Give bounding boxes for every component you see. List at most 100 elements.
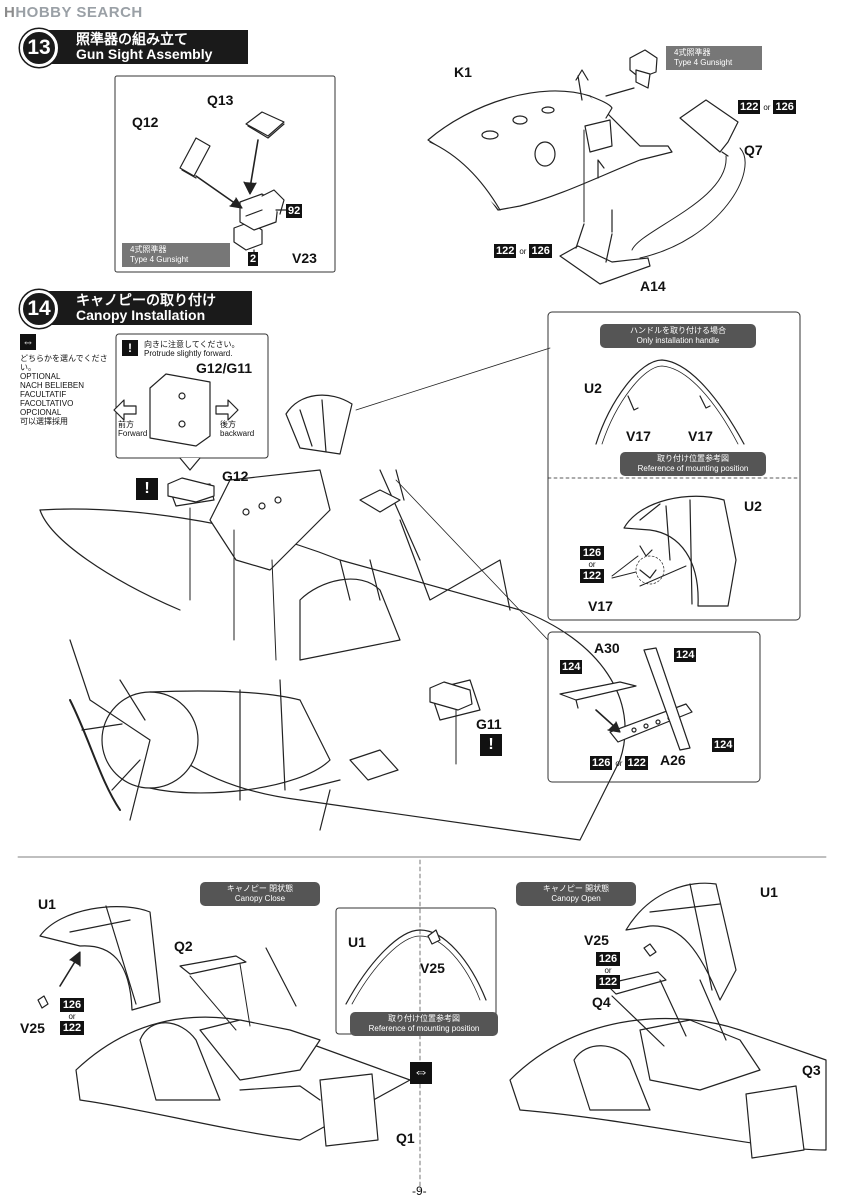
label-u1-right: U1 — [760, 884, 778, 900]
codes-q7: 122 or 126 — [738, 100, 796, 114]
label-u1-ref: U1 — [348, 934, 366, 950]
or-q7: or — [763, 102, 771, 112]
handle-title: ハンドルを取り付ける場合 Only installation handle — [600, 324, 756, 348]
code-124-a: 124 — [674, 648, 697, 662]
label-a26: A26 — [660, 752, 686, 768]
label-q7: Q7 — [744, 142, 763, 158]
label-q12: Q12 — [132, 114, 159, 130]
code-122-q7: 122 — [738, 100, 761, 114]
handle-panel — [547, 311, 801, 621]
arrow-q12 — [195, 175, 237, 205]
backward-en: backward — [220, 429, 255, 438]
caution-jp: 向きに注意してください。 — [144, 340, 240, 349]
optional-block: ⇔ どちらかを選んでください。 OPTIONAL NACH BELIEBEN F… — [20, 334, 110, 426]
code-122-v25r: 122 — [596, 975, 620, 989]
watermark-text: HOBBY SEARCH — [15, 4, 143, 21]
code-124-c: 124 — [712, 738, 735, 752]
optional-icon: ⇔ — [20, 334, 36, 350]
caution-icon-g11: ! — [480, 734, 502, 756]
close-jp: キャノピー 閉状態 — [226, 884, 294, 893]
ref-bottom-jp: 取り付け位置参考図 — [388, 1014, 460, 1023]
label-q2: Q2 — [174, 938, 193, 954]
code-126-v17: 126 — [580, 546, 604, 560]
label-a30: A30 — [594, 640, 620, 656]
canopy-open-label: キャノピー 開状態 Canopy Open — [516, 882, 636, 906]
codes-a26: 126 or 122 — [590, 756, 648, 770]
codes-v17: 126 or 122 — [580, 546, 604, 583]
caution-icon-g12: ! — [136, 478, 158, 500]
step14-badge: 14 — [20, 290, 58, 328]
close-en: Canopy Close — [234, 894, 286, 903]
hobbysearch-watermark: HHOBBY SEARCH — [4, 4, 143, 21]
code-122-v17: 122 — [580, 569, 604, 583]
gunsight-label-left: 4式照準器 Type 4 Gunsight — [122, 243, 230, 267]
forward-label: 前方 Forward — [118, 420, 147, 438]
label-u2-bottom: U2 — [744, 498, 762, 514]
page-number: -9- — [412, 1184, 427, 1198]
label-g11: G11 — [476, 716, 502, 732]
optional-l3: FACOLTATIVO — [20, 399, 74, 408]
optional-l5: 可以選擇採用 — [20, 417, 68, 426]
or-a14: or — [519, 246, 527, 256]
open-jp: キャノピー 開状態 — [542, 884, 610, 893]
label-u2-top: U2 — [584, 380, 602, 396]
label-g12: G12 — [222, 468, 249, 484]
canopy-close-label: キャノピー 閉状態 Canopy Close — [200, 882, 320, 906]
canopy-u1-close-drawing — [39, 905, 161, 1011]
or-v17: or — [588, 560, 596, 569]
optional-jp: どちらかを選んでください。 — [20, 354, 108, 372]
ref-top-en: Reference of mounting position — [637, 464, 749, 473]
backward-label: 後方 backward — [220, 420, 254, 438]
optional-icon-bottom: ⇔ — [410, 1062, 432, 1084]
optional-l1: NACH BELIEBEN — [20, 381, 85, 390]
caution-en: Protrude slightly forward. — [144, 349, 233, 358]
part-a14-drawing — [559, 223, 651, 285]
label-v17-bottom: V17 — [588, 598, 613, 614]
code-126-q7: 126 — [773, 100, 796, 114]
label-v25-right: V25 — [584, 932, 609, 948]
codes-a14: 122 or 126 — [494, 244, 552, 258]
optional-l4: OPCIONAL — [20, 408, 62, 417]
label-q1: Q1 — [396, 1130, 415, 1146]
forward-jp: 前方 — [118, 420, 134, 429]
optional-text: どちらかを選んでください。 OPTIONAL NACH BELIEBEN FAC… — [20, 354, 110, 426]
codes-v25-left: 126 or 122 — [60, 998, 84, 1035]
step13-title-jp: 照準器の組み立て — [76, 31, 188, 47]
fuselage-drawing — [39, 469, 626, 841]
a30-a26-panel — [547, 631, 761, 783]
part-q7-drawing — [679, 99, 739, 157]
canopy-u2-detail-drawing — [623, 495, 737, 607]
open-en: Canopy Open — [551, 894, 601, 903]
step14-title-jp: キャノピーの取り付け — [76, 292, 216, 308]
code-124-b: 124 — [560, 660, 583, 674]
code-126-a26: 126 — [590, 756, 613, 770]
label-v25-ref: V25 — [420, 960, 445, 976]
label-q3: Q3 — [802, 1062, 821, 1078]
label-v17-left: V17 — [626, 428, 651, 444]
part-gunsight-top-drawing — [629, 49, 658, 89]
label-k1: K1 — [454, 64, 472, 80]
or-v25l: or — [68, 1012, 76, 1021]
gunsight-right-en: Type 4 Gunsight — [674, 58, 733, 67]
label-u1-left: U1 — [38, 896, 56, 912]
forward-en: Forward — [118, 429, 148, 438]
gunsight-assembly-box — [114, 75, 336, 273]
code-92: 92 — [286, 204, 303, 218]
codes-v25-right: 126 or 122 — [596, 952, 620, 989]
canopy-u1-open-drawing — [625, 882, 737, 1001]
gunsight-v23-drawing — [233, 189, 285, 251]
canopy-u2-drawing — [285, 394, 353, 455]
step13-badge: 13 — [20, 29, 58, 67]
code-122-v25l: 122 — [60, 1021, 84, 1035]
gunsight-left-en: Type 4 Gunsight — [130, 255, 189, 264]
code-122-a14: 122 — [494, 244, 517, 258]
optional-l0: OPTIONAL — [20, 372, 61, 381]
ref-top-jp: 取り付け位置参考図 — [657, 454, 729, 463]
part-k1-drawing — [427, 69, 673, 211]
part-q13-drawing — [245, 111, 285, 139]
code-122-a26: 122 — [625, 756, 648, 770]
gunsight-label-right: 4式照準器 Type 4 Gunsight — [666, 46, 762, 70]
label-v17-right: V17 — [688, 428, 713, 444]
label-q4: Q4 — [592, 994, 611, 1010]
